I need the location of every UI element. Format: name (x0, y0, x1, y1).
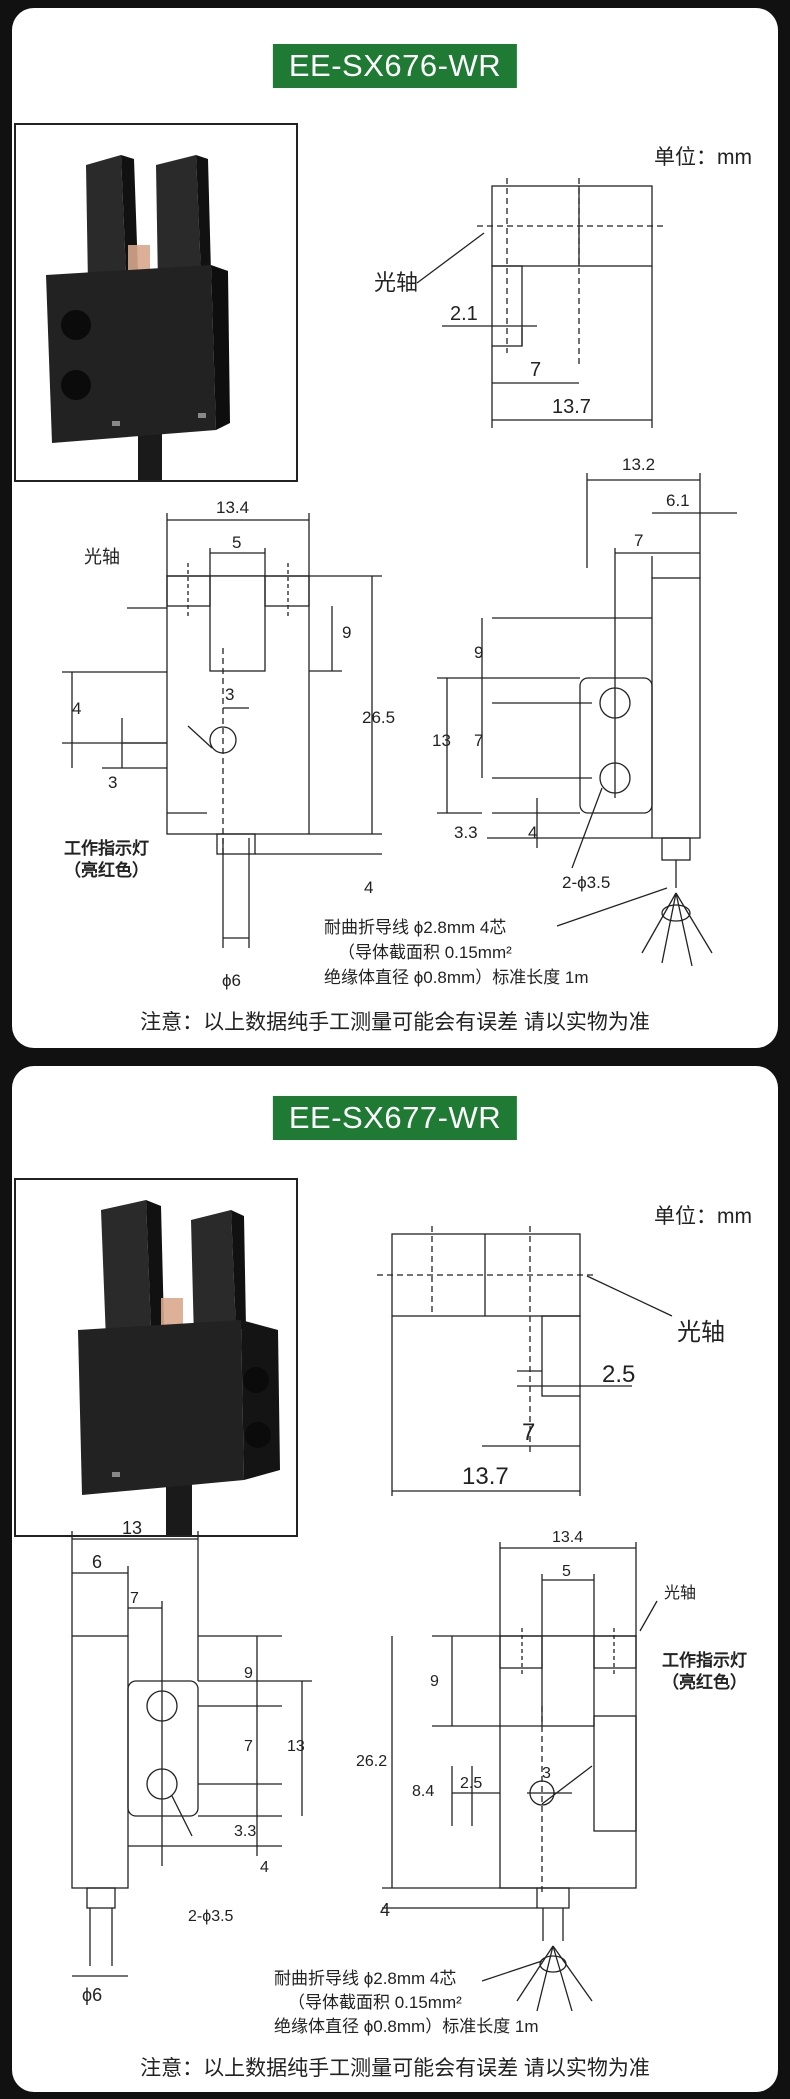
dim-top-total: 13.7 (462, 1463, 509, 1490)
dim-front-left-2: 2.5 (460, 1775, 482, 1792)
dim-side-width: 13 (122, 1518, 142, 1538)
product-photo: TAYB EE-SX677- BROWN:5-24 BLACK:NPN. WHI… (14, 1178, 298, 1537)
photo-wire-3: WHITE:NPN.NC (104, 385, 177, 396)
photo-wire-2: BLACK:NPN. (102, 1426, 161, 1437)
indicator-label: 工作指示灯 (662, 1650, 747, 1670)
dim-front-left-1: 8.4 (412, 1783, 434, 1800)
dim-front-height: 26.5 (362, 708, 395, 727)
dim-front-slot: 5 (562, 1563, 571, 1580)
dim-side-cable-dia: ϕ6 (82, 1985, 102, 2005)
measurement-note: 注意：以上数据纯手工测量可能会有误差 请以实物为准 (140, 2057, 650, 2080)
dim-top-slot: 2.1 (450, 303, 478, 325)
product-card-sx677: EE-SX677-WR 单位：mm TAYB EE-SX677- BROWN:5… (12, 1066, 778, 2092)
unit-label: 单位：mm (654, 146, 752, 169)
dim-side-plate: 13 (432, 731, 451, 750)
measurement-note: 注意：以上数据纯手工测量可能会有误差 请以实物为准 (140, 1011, 650, 1034)
photo-wire-1: BROWN:5-24 (102, 1412, 164, 1423)
dim-top-slot: 2.5 (602, 1361, 635, 1388)
photo-model: EE-SX676-WR (108, 330, 195, 345)
photo-wire-1: BROWN:5-24VDC (104, 357, 186, 368)
dim-front-cable-len: 4 (364, 878, 373, 897)
dim-side-holes: 2-ϕ3.5 (562, 873, 610, 892)
model-title: EE-SX676-WR (272, 44, 518, 88)
dim-side-bottom-1: 3.3 (454, 823, 478, 842)
model-title: EE-SX677-WR (272, 1096, 518, 1140)
photo-brand: TAYB (126, 1352, 185, 1379)
unit-label: 单位：mm (654, 1205, 752, 1228)
cable-spec-line-3: 绝缘体直径 ϕ0.8mm）标准长度 1m (274, 2017, 539, 2036)
product-card-sx676: EE-SX676-WR 单位：mm TAYB EE-SX676-WR BROWN… (12, 8, 778, 1048)
sensor-photo-illustration: TAYB EE-SX676-WR BROWN:5-24VDC BLACK:NPN… (16, 125, 296, 480)
dim-top-total: 13.7 (552, 396, 591, 418)
photo-wire-2: BLACK:NPN.NO (104, 371, 179, 382)
dim-front-cable-dia: ϕ6 (222, 971, 241, 990)
dim-front-slot-depth: 9 (342, 623, 351, 642)
dim-front-led-offset: 3 (542, 1765, 551, 1782)
dim-side-plate: 13 (287, 1738, 305, 1755)
dim-front-slot-depth: 9 (430, 1673, 439, 1690)
dim-side-axis: 7 (130, 1590, 139, 1607)
optical-axis-label-top: 光轴 (677, 1319, 725, 1346)
photo-brand: TAYB (124, 298, 178, 323)
optical-axis-label-front: 光轴 (84, 547, 120, 567)
dim-side-bottom-2: 4 (260, 1859, 269, 1876)
cable-spec-line-1: 耐曲折导线 ϕ2.8mm 4芯 (274, 1969, 456, 1988)
dim-front-slot: 5 (232, 533, 241, 552)
dim-front-left-1: 4 (72, 699, 81, 718)
cable-spec-line-1: 耐曲折导线 ϕ2.8mm 4芯 (324, 918, 506, 937)
optical-axis-label-front: 光轴 (664, 1584, 696, 1602)
photo-wire-4: BLUE:0V (104, 399, 145, 410)
dim-top-axis: 7 (522, 1419, 535, 1446)
dim-top-axis: 7 (530, 359, 541, 381)
dim-front-height: 26.2 (356, 1753, 387, 1770)
dim-side-width: 13.2 (622, 455, 655, 474)
dim-side-hole-top: 9 (474, 643, 483, 662)
sensor-photo-illustration: TAYB EE-SX677- BROWN:5-24 BLACK:NPN. WHI… (16, 1180, 296, 1535)
optical-axis-label-top: 光轴 (374, 270, 418, 295)
dim-side-hole-top: 9 (244, 1665, 253, 1682)
dimension-drawing-sx676: 光轴 2.1 7 13.7 13.4 5 9 26.5 3 4 3 4 ϕ6 光… (62, 178, 737, 990)
dim-front-cable-len: 4 (380, 1900, 390, 1920)
dim-side-body: 6 (92, 1552, 102, 1572)
dim-front-left-2: 3 (108, 773, 117, 792)
dim-side-body: 6.1 (666, 491, 690, 510)
product-photo: TAYB EE-SX676-WR BROWN:5-24VDC BLACK:NPN… (14, 123, 298, 482)
cable-spec-line-3: 绝缘体直径 ϕ0.8mm）标准长度 1m (324, 968, 589, 987)
dim-front-width: 13.4 (216, 498, 249, 517)
dim-side-holes: 2-ϕ3.5 (188, 1908, 234, 1925)
photo-wire-3: WHITE:NPN. (102, 1440, 161, 1451)
side-view-body (651, 577, 701, 839)
dim-side-hole-pitch: 7 (474, 731, 483, 750)
dimension-drawing-sx677: 光轴 2.5 7 13.7 13 6 7 9 7 13 3.3 4 2-ϕ3.5… (71, 1226, 747, 2036)
dim-side-hole-pitch: 7 (244, 1738, 253, 1755)
cable-spec-line-2: （导体截面积 0.15mm² (338, 943, 512, 962)
indicator-label: 工作指示灯 (64, 838, 149, 858)
dim-front-led-offset: 3 (225, 685, 234, 704)
dim-side-bottom-1: 3.3 (234, 1823, 256, 1840)
photo-model: EE-SX677- (123, 1385, 188, 1400)
dim-side-bottom-2: 4 (528, 823, 537, 842)
indicator-sub-label: （亮红色） (64, 860, 149, 880)
dim-side-axis: 7 (634, 531, 643, 550)
photo-wire-4: BLUE:0V (102, 1454, 143, 1465)
cable-spec-line-2: （导体截面积 0.15mm² (288, 1993, 462, 2012)
side-view-body (71, 1635, 129, 1889)
dim-front-width: 13.4 (552, 1529, 583, 1546)
indicator-sub-label: （亮红色） (662, 1672, 747, 1692)
